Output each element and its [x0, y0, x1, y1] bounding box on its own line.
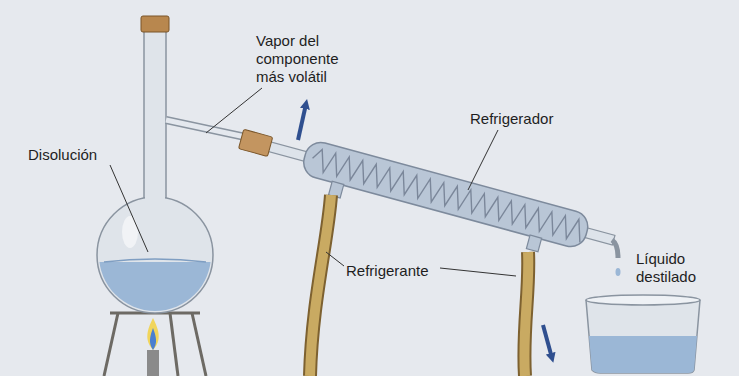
flow-arrow — [298, 104, 306, 140]
callout-label: Vapor del componente más volátil — [256, 32, 368, 86]
tripod-stand — [104, 313, 206, 376]
condenser — [233, 122, 618, 270]
beaker — [586, 295, 700, 373]
leader-lines — [110, 88, 516, 276]
callout-label: Refrigerante — [346, 262, 429, 280]
round-bottom-flask — [97, 16, 250, 322]
coolant-hoses — [310, 195, 528, 376]
drop — [616, 268, 621, 276]
flow-arrow — [543, 325, 552, 358]
callout-label: Líquido destilado — [636, 250, 720, 286]
callout-label: Disolución — [28, 146, 97, 164]
drip-tip — [612, 240, 618, 258]
burner-flame — [147, 318, 159, 376]
callout-label: Refrigerador — [470, 110, 553, 128]
